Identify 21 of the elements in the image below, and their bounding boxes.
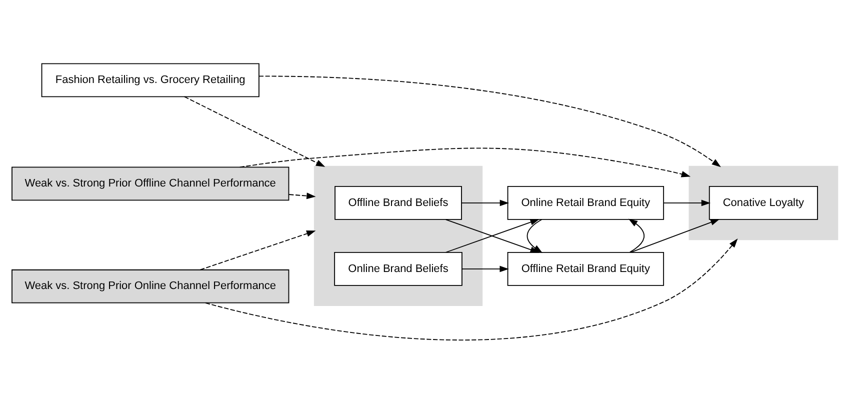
arrow [258, 75, 721, 167]
cluster [314, 165, 483, 306]
arrow [461, 199, 510, 206]
node-box: Online Retail Brand Equity [507, 186, 664, 220]
node-box: Online Brand Beliefs [334, 252, 462, 286]
node-box: Conative Loyalty [708, 186, 818, 220]
node-box: Weak vs. Strong Prior Offline Channel Performance [12, 166, 290, 200]
arrow [200, 230, 316, 270]
node-box: Fashion Retailing vs. Grocery Retailing [41, 62, 260, 97]
node-box: Offline Retail Brand Equity [507, 252, 664, 286]
node-box: Offline Brand Beliefs [334, 186, 462, 220]
arrow [288, 192, 316, 199]
arrow [462, 265, 509, 272]
arrow [663, 199, 711, 206]
node-box: Weak vs. Strong Prior Online Channel Performance [12, 268, 290, 303]
arrow [184, 96, 326, 166]
arrow [628, 218, 645, 252]
cluster [688, 165, 838, 240]
arrow [205, 238, 738, 340]
arrow [630, 218, 720, 252]
arrow [239, 147, 691, 177]
